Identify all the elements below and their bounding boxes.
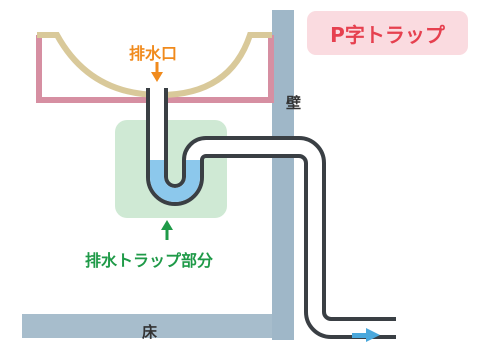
arrow-right-icon [352, 328, 380, 342]
title-badge: P字トラップ [307, 11, 468, 55]
drain-port-label: 排水口 [129, 44, 178, 63]
wall [272, 10, 294, 340]
wall-label: 壁 [286, 94, 302, 112]
trap-part-label: 排水トラップ部分 [85, 251, 214, 270]
floor-label: 床 [142, 323, 158, 341]
arrow-down-icon [151, 62, 163, 82]
floor [22, 314, 277, 338]
diagram-title: P字トラップ [330, 22, 445, 47]
trap-water [150, 160, 200, 202]
arrow-up-icon [161, 220, 173, 240]
wall-pipe-overlap-inner [272, 140, 294, 154]
